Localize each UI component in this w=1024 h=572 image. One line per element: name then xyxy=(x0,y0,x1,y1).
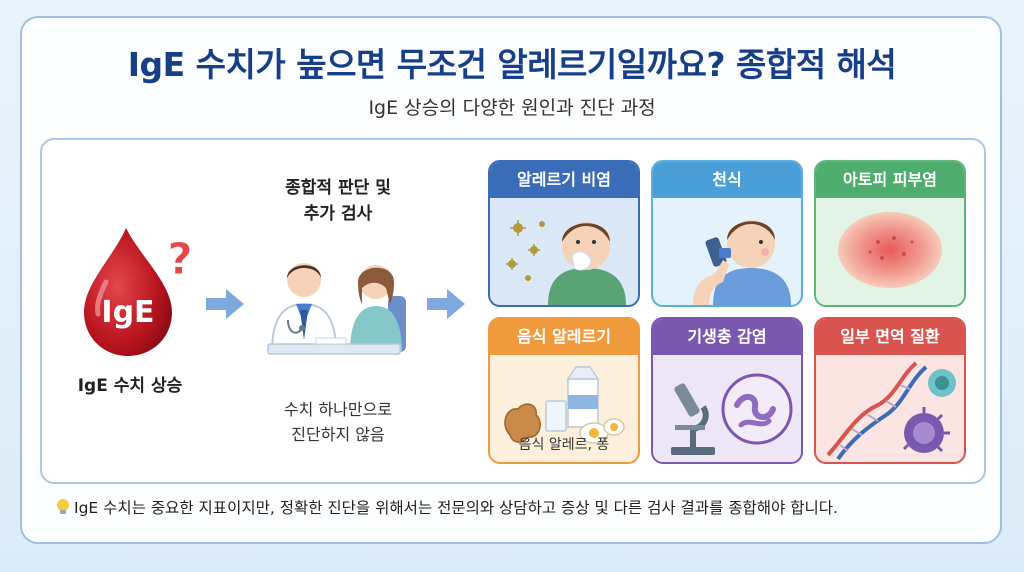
footer-note: IgE 수치는 중요한 지표이지만, 정확한 진단을 위해서는 전문의와 상담하… xyxy=(56,496,986,518)
doctor-caption-line2: 진단하지 않음 xyxy=(291,425,385,444)
cause-card-food-allergy: 음식 알레르기 음식 알레르, 퐁 xyxy=(488,317,640,464)
cause-label: 기생충 감염 xyxy=(653,319,801,355)
cause-card-asthma: 천식 xyxy=(651,160,803,307)
skin-rash-icon xyxy=(816,198,964,305)
doctor-caption: 수치 하나만으로 진단하지 않음 xyxy=(258,397,418,447)
doctor-consultation-icon xyxy=(258,240,418,370)
cause-card-atopic-dermatitis: 아토피 피부염 xyxy=(814,160,966,307)
sneezing-boy-icon xyxy=(490,198,638,305)
page-title: IgE 수치가 높으면 무조건 알레르기일까요? 종합적 해석 xyxy=(127,45,897,84)
question-mark: ? xyxy=(167,234,193,285)
cause-label: 아토피 피부염 xyxy=(816,162,964,198)
dna-cell-icon xyxy=(816,355,964,462)
cause-label: 천식 xyxy=(653,162,801,198)
doctor-title-line2: 추가 검사 xyxy=(303,204,373,224)
drop-text: IgE xyxy=(101,295,154,330)
page-subtitle: IgE 상승의 다양한 원인과 진단 과정 xyxy=(368,97,656,119)
arrow-right-icon xyxy=(204,286,246,322)
microscope-parasite-icon xyxy=(653,355,801,462)
blood-drop-icon: IgE ? xyxy=(76,222,206,362)
cause-label: 알레르기 비염 xyxy=(490,162,638,198)
food-allergy-note: 음식 알레르, 퐁 xyxy=(518,437,610,453)
food-icon: 음식 알레르, 퐁 xyxy=(490,355,638,462)
inhaler-boy-icon xyxy=(653,198,801,305)
cause-card-parasite-infection: 기생충 감염 xyxy=(651,317,803,464)
cause-card-immune-disease: 일부 면역 질환 xyxy=(814,317,966,464)
cause-card-allergic-rhinitis: 알레르기 비염 xyxy=(488,160,640,307)
doctor-caption-line1: 수치 하나만으로 xyxy=(283,400,393,419)
cause-label: 음식 알레르기 xyxy=(490,319,638,355)
doctor-title: 종합적 판단 및 추가 검사 xyxy=(258,175,418,227)
footer-text: IgE 수치는 중요한 지표이지만, 정확한 진단을 위해서는 전문의와 상담하… xyxy=(74,499,838,517)
doctor-title-line1: 종합적 판단 및 xyxy=(285,178,391,198)
cause-label: 일부 면역 질환 xyxy=(816,319,964,355)
lightbulb-icon xyxy=(56,498,70,516)
arrow-right-icon xyxy=(425,286,467,322)
drop-label: IgE 수치 상승 xyxy=(77,376,183,396)
